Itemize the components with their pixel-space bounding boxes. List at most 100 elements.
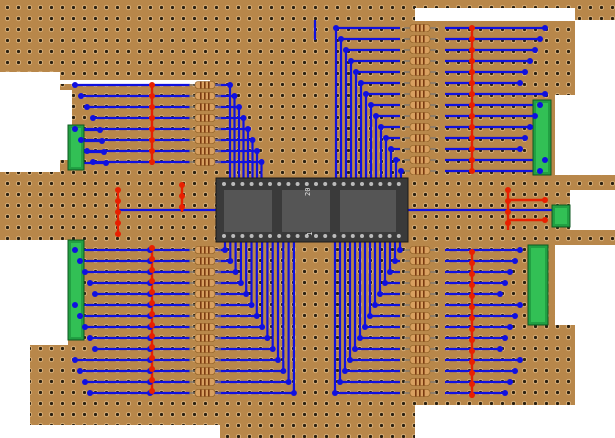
junction-dot: [149, 322, 155, 328]
junction-dot: [92, 291, 98, 297]
junction-dot: [149, 93, 155, 99]
junction-dot: [149, 366, 155, 372]
junction-dot: [517, 80, 523, 86]
junction-dot: [254, 148, 260, 154]
chip-pin-label-bottom: 1: [306, 232, 314, 236]
junction-dot: [527, 58, 533, 64]
junction-dot: [103, 160, 109, 166]
junction-dot: [367, 313, 373, 319]
junction-dot: [269, 346, 276, 352]
junction-dot: [469, 249, 475, 255]
ic-pin: [396, 182, 401, 186]
junction-dot: [469, 337, 475, 343]
junction-dot: [259, 324, 266, 330]
resistor: [189, 158, 221, 166]
resistor: [404, 68, 436, 76]
junction-dot: [469, 157, 475, 163]
junction-dot: [505, 209, 511, 215]
junction-dot: [507, 324, 513, 330]
resistor-banks: [189, 24, 436, 397]
junction-dot: [387, 269, 393, 275]
junction-dot: [179, 182, 185, 188]
resistor: [404, 156, 436, 164]
resistor: [189, 257, 221, 265]
junction-dot: [290, 390, 297, 396]
ic-pin: [304, 182, 309, 186]
junction-dot: [253, 313, 260, 319]
junction-dot: [149, 289, 155, 295]
junction-dot: [87, 280, 93, 286]
ic-pin: [314, 182, 318, 186]
junction-dot: [505, 187, 511, 193]
junction-dot: [507, 379, 513, 385]
terminal-block-left-top: [67, 124, 85, 171]
junction-dot: [357, 335, 363, 341]
junction-dot: [505, 198, 511, 204]
resistor: [189, 367, 221, 375]
junction-dot: [352, 346, 358, 352]
junction-dot: [469, 113, 475, 119]
ic-pin: [258, 182, 263, 186]
junction-dot: [469, 260, 475, 266]
junction-dot: [527, 124, 533, 130]
junction-dot: [512, 368, 518, 374]
junction-dot: [502, 280, 508, 286]
junction-dot: [469, 370, 475, 376]
junction-dot: [77, 313, 83, 319]
terminal-block-right-mid: [551, 204, 571, 228]
ic-pin: [323, 182, 328, 186]
junction-dot: [469, 326, 475, 332]
junction-dot: [149, 388, 155, 394]
resistor: [404, 268, 436, 276]
junction-dot: [372, 302, 378, 308]
junction-dot: [338, 36, 344, 42]
ic-pin: [295, 182, 300, 186]
junction-dot: [249, 137, 256, 143]
ic-pin: [258, 234, 263, 238]
junction-dot: [373, 113, 379, 119]
junction-dot: [285, 379, 292, 385]
junction-dot: [469, 69, 475, 75]
resistor: [404, 257, 436, 265]
junction-dot: [149, 159, 155, 165]
junction-dot: [542, 157, 548, 163]
junction-dot: [469, 293, 475, 299]
junction-dot: [512, 313, 518, 319]
ic-pin: [286, 234, 291, 238]
junction-dot: [469, 146, 475, 152]
junction-dot: [77, 258, 83, 264]
ic-pin: [360, 234, 364, 238]
ic-pin: [323, 234, 328, 238]
junction-dot: [505, 220, 511, 226]
junction-dot: [332, 390, 338, 396]
resistor: [189, 378, 221, 386]
ic-pin: [240, 234, 245, 238]
resistor: [404, 378, 436, 386]
ic-pin: [341, 234, 346, 238]
junction-dot: [537, 168, 543, 174]
resistor: [189, 301, 221, 309]
junction-dot: [368, 102, 374, 108]
junction-dot: [497, 291, 503, 297]
junction-dot: [149, 355, 155, 361]
resistor: [404, 345, 436, 353]
ic-pin: [240, 182, 245, 186]
resistor: [404, 35, 436, 43]
junction-dot: [245, 126, 251, 132]
junction-dot: [378, 124, 384, 130]
junction-dot: [115, 198, 121, 204]
terminal-block-right-bottom: [527, 244, 549, 326]
ic-pin: [268, 234, 272, 238]
resistor: [404, 112, 436, 120]
resistor: [404, 167, 436, 175]
junction-dot: [99, 138, 105, 144]
junction-dot: [232, 269, 239, 275]
junction-dot: [532, 47, 538, 53]
junction-dot: [397, 247, 403, 253]
junction-dot: [469, 392, 475, 398]
junction-dot: [72, 126, 78, 132]
junction-dot: [469, 304, 475, 310]
ic-pin: [295, 234, 300, 238]
ic-pin: [222, 182, 226, 186]
junction-dot: [537, 102, 543, 108]
